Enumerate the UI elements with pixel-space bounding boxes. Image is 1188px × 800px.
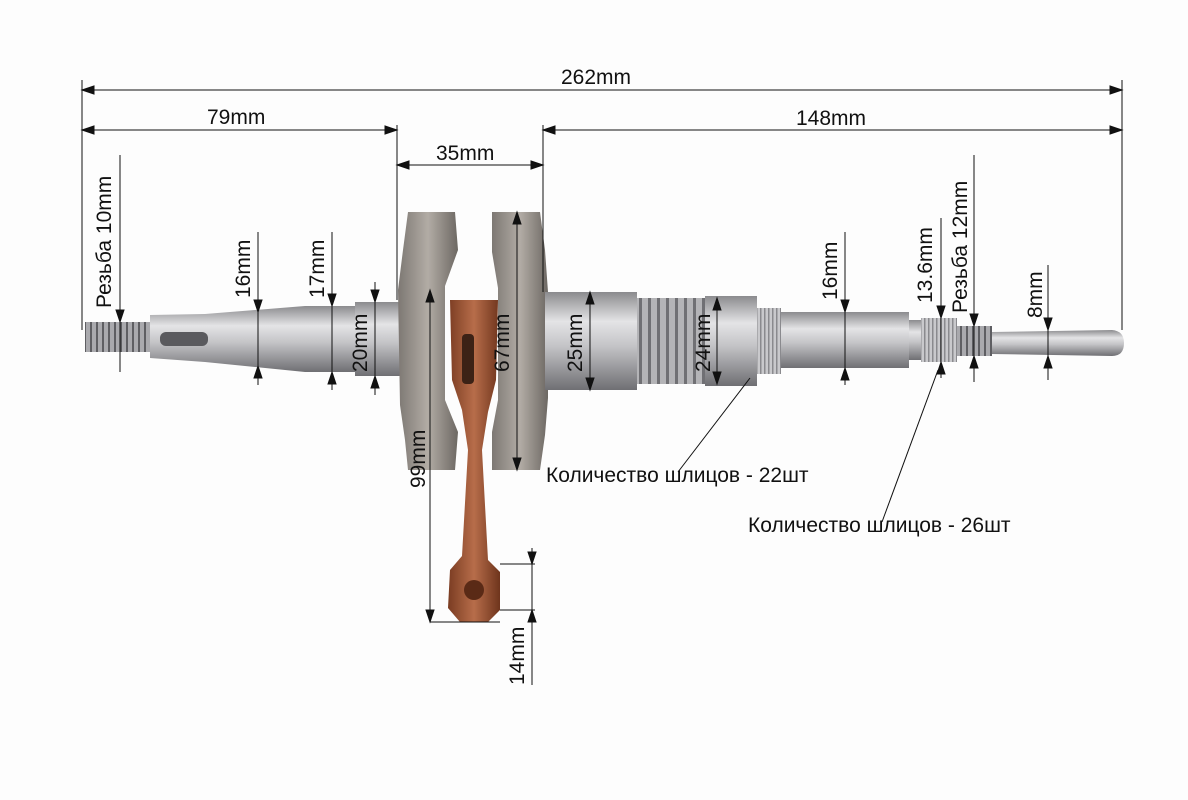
flywheel-right — [492, 212, 548, 470]
dimension-lines — [80, 80, 1124, 685]
connecting-rod — [448, 300, 500, 622]
right-thread-label: Резьба 12mm — [949, 180, 972, 313]
spline-22 — [757, 308, 781, 374]
bearing-dia-right-label: 25mm — [564, 313, 587, 372]
keyway — [160, 332, 208, 346]
right-shaft-length-label: 148mm — [796, 107, 867, 130]
spline-26 — [921, 318, 957, 362]
overall-length-label: 262mm — [561, 66, 632, 89]
left-bearing-seat — [355, 302, 400, 376]
right-collar — [705, 296, 757, 386]
left-dia-2-label: 17mm — [306, 239, 329, 298]
tip-dia-label: 8mm — [1024, 271, 1047, 318]
spline-dia-label: 13.6mm — [914, 227, 937, 303]
right-thread-section — [637, 298, 705, 384]
spline-count-22-note: Количество шлицов - 22шт — [546, 464, 809, 487]
left-thread — [85, 322, 157, 352]
right-tip — [992, 330, 1124, 356]
right-bearing-seat — [545, 292, 637, 390]
right-dia-1-label: 16mm — [819, 241, 842, 300]
spline-count-26-note: Количество шлицов - 26шт — [748, 514, 1011, 537]
flywheel-left — [398, 212, 458, 470]
left-shaft-length-label: 79mm — [207, 106, 266, 129]
flywheel-width-label: 35mm — [436, 142, 495, 165]
left-thread-label: Резьба 10mm — [93, 175, 116, 308]
small-end-dia-label: 14mm — [506, 626, 529, 685]
bearing-dia-left-label: 20mm — [349, 313, 372, 372]
web-dia-label: 67mm — [491, 313, 514, 372]
rod-length-label: 99mm — [407, 429, 430, 488]
thread-dia-label: 24mm — [692, 313, 715, 372]
left-dia-1-label: 16mm — [232, 239, 255, 298]
